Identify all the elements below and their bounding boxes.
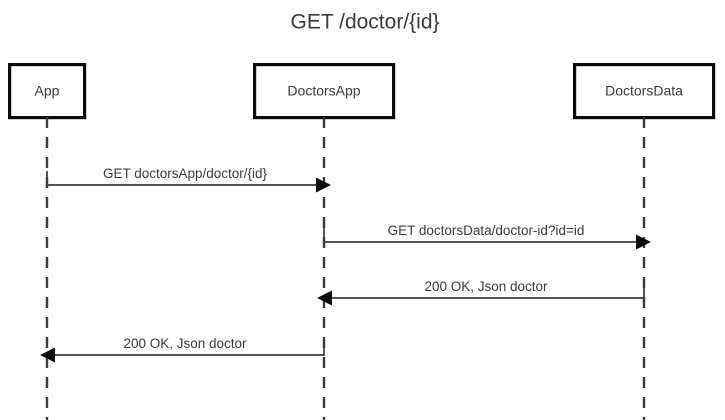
message-2[interactable]: GET doctorsData/doctor-id?id=id <box>323 223 651 250</box>
message-1[interactable]: GET doctorsApp/doctor/{id} <box>46 166 331 193</box>
message-line-2 <box>323 228 636 243</box>
message-line-3 <box>332 284 645 299</box>
message-3[interactable]: 200 OK, Json doctor <box>317 279 645 306</box>
message-label-3: 200 OK, Json doctor <box>424 279 548 294</box>
message-line-1 <box>46 171 316 186</box>
message-line-4 <box>55 341 325 356</box>
participant-label-doctorsdata: DoctorsData <box>605 83 683 99</box>
message-label-1: GET doctorsApp/doctor/{id} <box>103 166 268 181</box>
message-arrowhead-4 <box>40 347 55 363</box>
participant-label-app: App <box>35 83 60 99</box>
participant-box-doctorsapp[interactable] <box>253 62 396 120</box>
message-4[interactable]: 200 OK, Json doctor <box>40 336 325 363</box>
participant-label-doctorsapp: DoctorsApp <box>287 83 360 99</box>
message-arrowhead-2 <box>636 234 651 250</box>
message-label-4: 200 OK, Json doctor <box>123 336 247 351</box>
message-label-2: GET doctorsData/doctor-id?id=id <box>388 223 585 238</box>
message-arrowhead-1 <box>316 177 331 193</box>
message-arrowhead-3 <box>317 290 332 306</box>
diagram-title: GET /doctor/{id} <box>290 11 439 34</box>
